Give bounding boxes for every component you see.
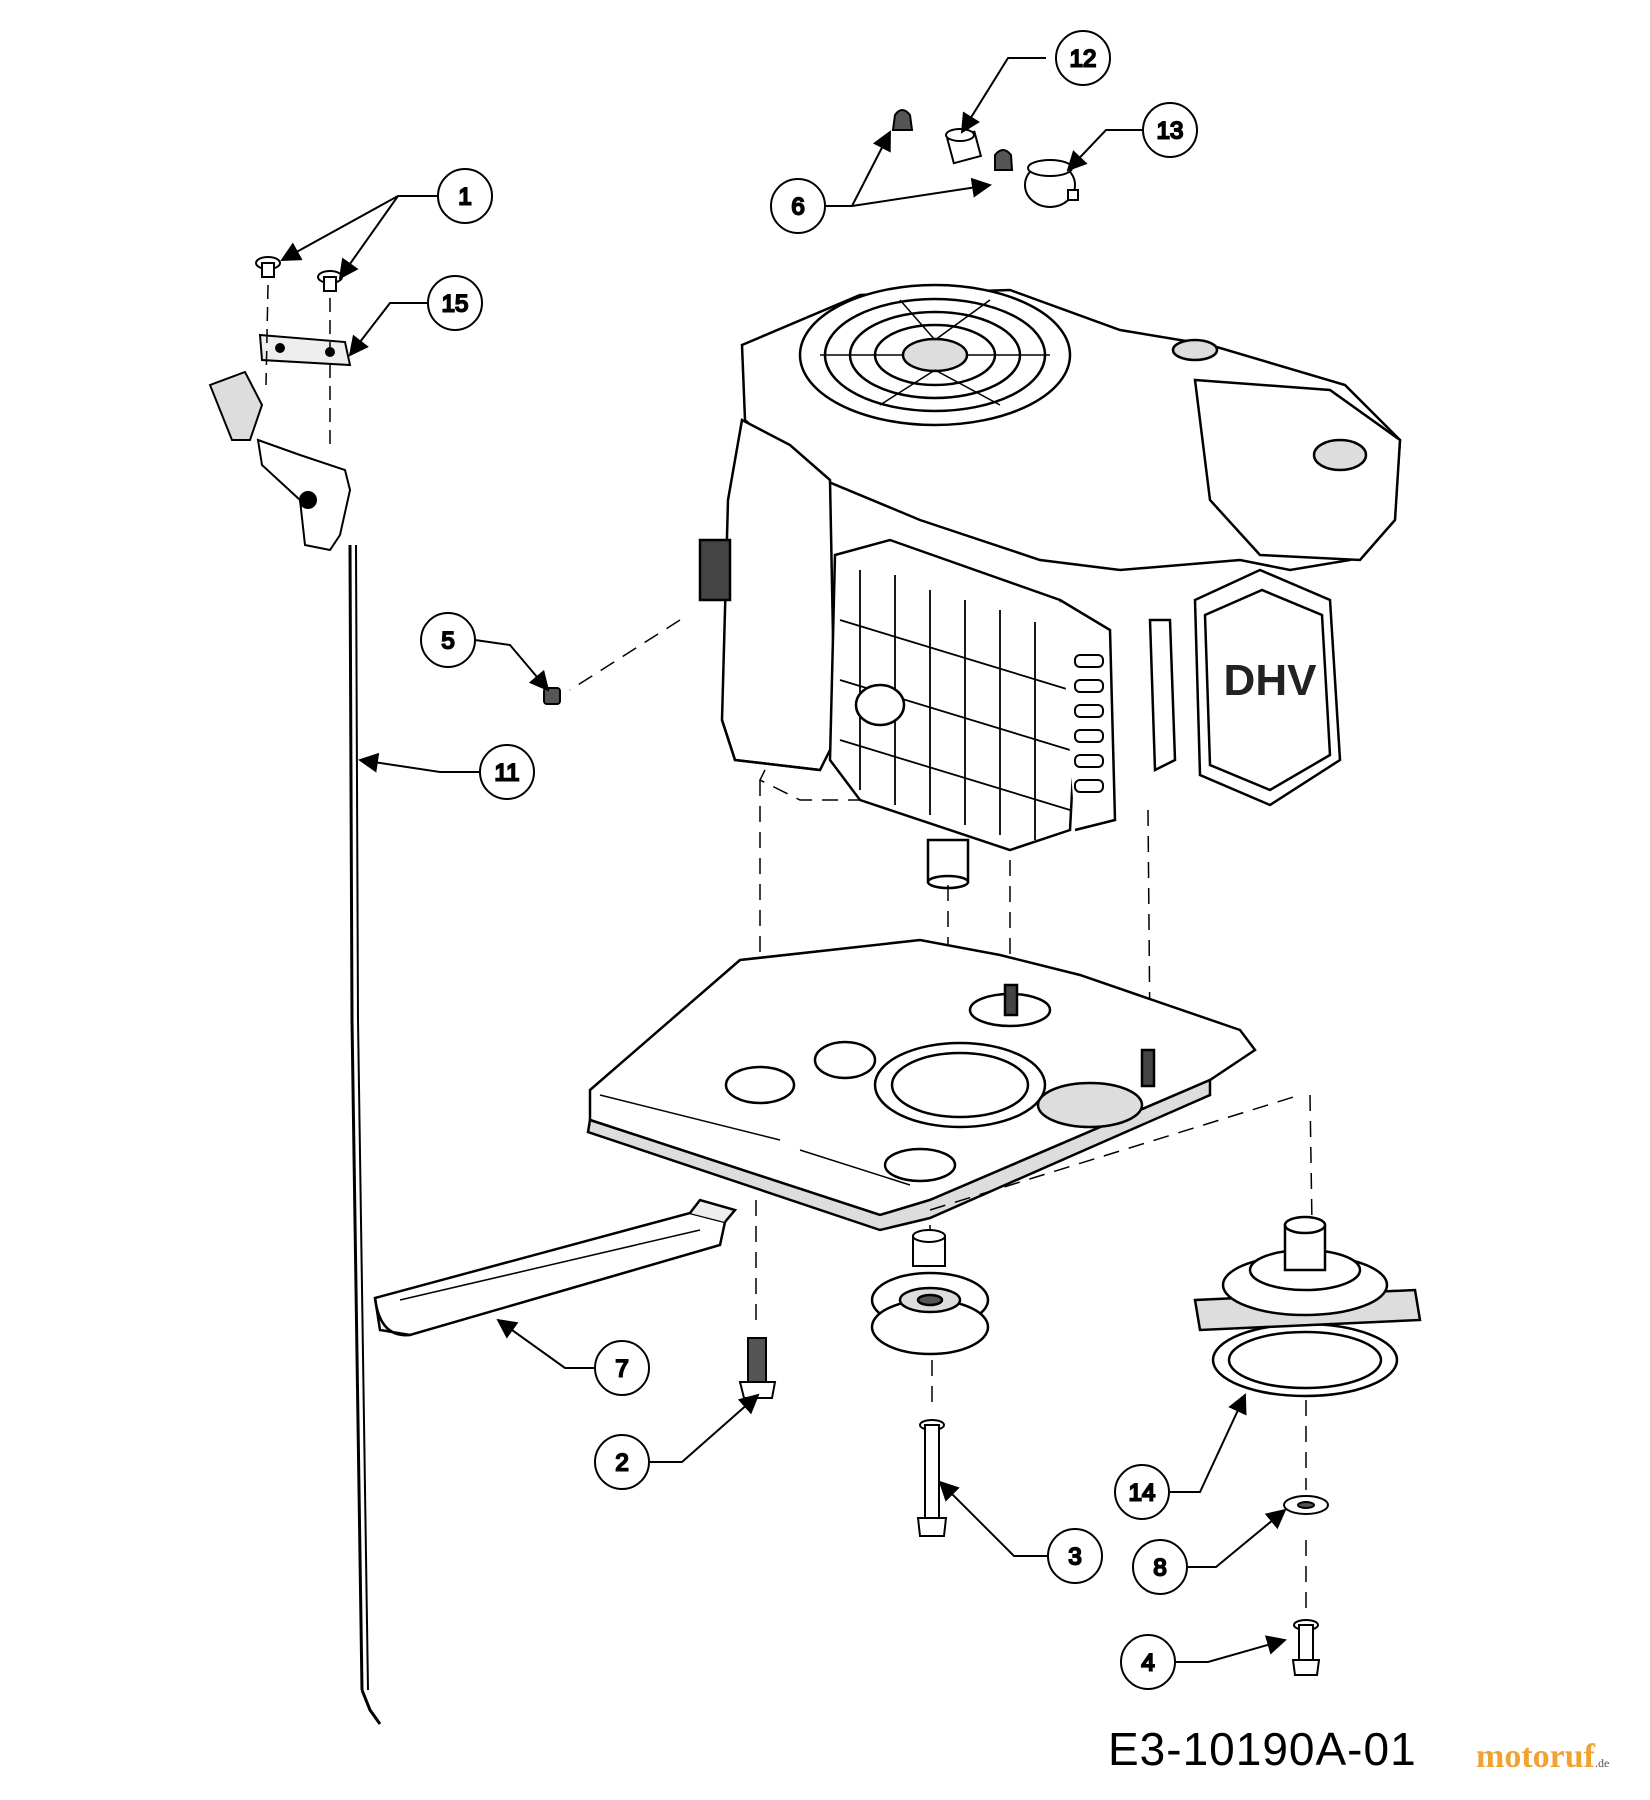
- bolt-part-3: [916, 1419, 948, 1537]
- callout-7: 7: [594, 1340, 650, 1396]
- bolt-part-2: [738, 1337, 777, 1399]
- svg-text:2: 2: [615, 1450, 628, 1477]
- idler-pulley: [870, 1271, 990, 1356]
- callout-8: 8: [1132, 1539, 1188, 1595]
- svg-text:11: 11: [495, 760, 520, 787]
- svg-text:14: 14: [1129, 1480, 1156, 1507]
- belt-guard: [373, 1198, 738, 1337]
- brand-name: motoruf: [1476, 1738, 1595, 1775]
- engine-mounting-plate: [586, 938, 1257, 1232]
- hose-part-12: [945, 128, 983, 165]
- drawing-number: E3-10190A-01: [1108, 1723, 1417, 1775]
- nut-part-5: [543, 687, 561, 705]
- callout-11: 11: [479, 744, 535, 800]
- callout-2: 2: [594, 1434, 650, 1490]
- svg-text:12: 12: [1070, 46, 1097, 73]
- callout-15: 15: [427, 275, 483, 331]
- svg-text:7: 7: [615, 1356, 628, 1383]
- svg-text:13: 13: [1157, 118, 1184, 145]
- fuel-filter-part-13: [1024, 159, 1079, 208]
- callout-14: 14: [1114, 1464, 1170, 1520]
- callout-6: 6: [770, 178, 826, 234]
- callout-13: 13: [1142, 102, 1198, 158]
- throttle-lever-assembly: [208, 370, 382, 1725]
- screw-part-1: [255, 256, 343, 292]
- callout-5: 5: [420, 612, 476, 668]
- brand-suffix: .de: [1594, 1756, 1610, 1770]
- engine-pulley: [1193, 1215, 1422, 1398]
- washer-part-8: [1283, 1495, 1329, 1515]
- bolt-part-4: [1291, 1619, 1321, 1676]
- callout-3: 3: [1047, 1528, 1103, 1584]
- svg-text:1: 1: [458, 184, 471, 211]
- lever-bracket-plate: [258, 333, 352, 367]
- engine-block: DHV: [698, 283, 1402, 890]
- callout-4: 4: [1120, 1634, 1176, 1690]
- hose-clamp-part-6: [891, 109, 1014, 171]
- svg-text:3: 3: [1068, 1544, 1081, 1571]
- engine-ohv-label: DHV: [1224, 656, 1318, 705]
- svg-text:5: 5: [441, 628, 454, 655]
- callout-1: 1: [437, 168, 493, 224]
- spacer: [912, 1229, 946, 1267]
- brand-logo: motoruf.de: [1476, 1738, 1609, 1776]
- svg-text:4: 4: [1141, 1650, 1154, 1677]
- svg-text:8: 8: [1153, 1555, 1166, 1582]
- svg-text:6: 6: [791, 194, 804, 221]
- svg-text:15: 15: [442, 291, 469, 318]
- callout-12: 12: [1055, 30, 1111, 86]
